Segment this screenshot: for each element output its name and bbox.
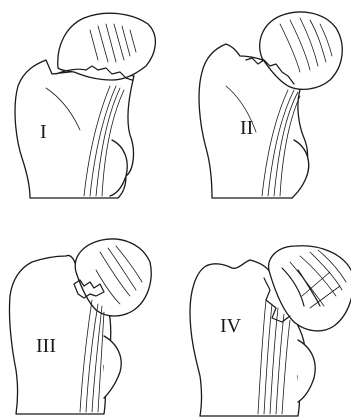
lesser-trochanter-3	[104, 336, 121, 398]
panel-label-1: I	[40, 121, 47, 143]
lesser-trochanter-4	[298, 340, 315, 402]
panel-2: II	[199, 12, 342, 198]
panel-label-3: III	[36, 335, 56, 357]
panel-1: I	[15, 13, 155, 198]
panel-4: IV	[190, 246, 351, 416]
panel-3: III	[9, 239, 151, 414]
panel-label-4: IV	[220, 315, 242, 337]
panel-label-2: II	[240, 117, 253, 139]
